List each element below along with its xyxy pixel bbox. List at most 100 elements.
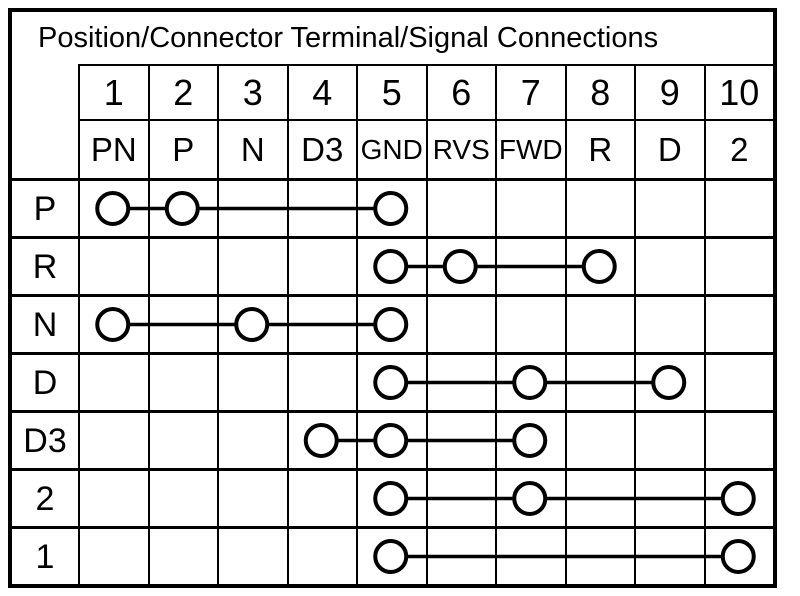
- matrix-cell: [78, 468, 148, 526]
- signal-name-header: N: [217, 121, 287, 178]
- matrix-cell: [564, 468, 634, 526]
- terminal-number-header: 8: [564, 64, 634, 121]
- matrix-cell: [147, 526, 217, 584]
- matrix-cell: [634, 352, 704, 410]
- matrix-cell: [356, 410, 426, 468]
- matrix-cell: [286, 178, 356, 236]
- position-label: D3: [12, 410, 78, 468]
- matrix-cell: [217, 468, 287, 526]
- matrix-cell: [495, 352, 565, 410]
- matrix-cell: [425, 468, 495, 526]
- matrix-cell: [217, 236, 287, 294]
- matrix-cell: [564, 236, 634, 294]
- position-label: 1: [12, 526, 78, 584]
- matrix-cell: [286, 410, 356, 468]
- matrix-cell: [495, 178, 565, 236]
- matrix-cell: [147, 352, 217, 410]
- matrix-cell: [425, 526, 495, 584]
- matrix-cell: [356, 294, 426, 352]
- matrix-cell: [495, 526, 565, 584]
- matrix-cell: [217, 410, 287, 468]
- matrix-cell: [564, 352, 634, 410]
- matrix-cell: [564, 178, 634, 236]
- corner-cell: [12, 64, 78, 178]
- matrix-cell: [356, 178, 426, 236]
- matrix-cell: [286, 236, 356, 294]
- matrix-cell: [78, 294, 148, 352]
- matrix-cell: [78, 526, 148, 584]
- matrix-cell: [425, 410, 495, 468]
- matrix-cell: [495, 294, 565, 352]
- position-label: 2: [12, 468, 78, 526]
- matrix-cell: [286, 468, 356, 526]
- matrix-cell: [147, 410, 217, 468]
- position-label: R: [12, 236, 78, 294]
- terminal-number-header: 7: [495, 64, 565, 121]
- terminal-number-header: 4: [286, 64, 356, 121]
- matrix-cell: [356, 352, 426, 410]
- matrix-cell: [147, 468, 217, 526]
- matrix-cell: [356, 526, 426, 584]
- terminal-number-header: 2: [147, 64, 217, 121]
- position-label: D: [12, 352, 78, 410]
- signal-name-header: P: [147, 121, 218, 178]
- matrix-cell: [425, 178, 495, 236]
- matrix-cell: [634, 468, 704, 526]
- matrix-cell: [564, 410, 634, 468]
- matrix-cell: [703, 294, 773, 352]
- matrix-cell: [217, 294, 287, 352]
- matrix-cell: [356, 236, 426, 294]
- signal-name-header: R: [564, 121, 635, 178]
- matrix-cell: [703, 178, 773, 236]
- table-grid: Position/Connector Terminal/Signal Conne…: [12, 12, 773, 584]
- matrix-cell: [703, 468, 773, 526]
- signal-name-header: PN: [78, 121, 148, 178]
- matrix-cell: [703, 236, 773, 294]
- matrix-cell: [356, 468, 426, 526]
- position-label: N: [12, 294, 78, 352]
- matrix-cell: [703, 352, 773, 410]
- matrix-cell: [78, 178, 148, 236]
- matrix-cell: [495, 468, 565, 526]
- matrix-cell: [147, 236, 217, 294]
- matrix-cell: [495, 410, 565, 468]
- terminal-number-header: 6: [425, 64, 495, 121]
- matrix-cell: [286, 352, 356, 410]
- matrix-cell: [217, 352, 287, 410]
- matrix-cell: [147, 178, 217, 236]
- signal-name-header: GND: [356, 121, 426, 178]
- terminal-number-header: 5: [356, 64, 426, 121]
- matrix-cell: [634, 526, 704, 584]
- signal-name-header: RVS: [425, 121, 496, 178]
- matrix-cell: [703, 410, 773, 468]
- matrix-cell: [425, 294, 495, 352]
- terminal-number-header: 9: [634, 64, 704, 121]
- signal-name-header: D3: [286, 121, 357, 178]
- signal-name-header: FWD: [495, 121, 565, 178]
- connections-table: Position/Connector Terminal/Signal Conne…: [8, 8, 777, 588]
- matrix-cell: [78, 410, 148, 468]
- matrix-cell: [286, 294, 356, 352]
- terminal-number-header: 10: [703, 64, 773, 121]
- position-label: P: [12, 178, 78, 236]
- matrix-cell: [78, 236, 148, 294]
- matrix-cell: [564, 526, 634, 584]
- matrix-cell: [425, 352, 495, 410]
- matrix-cell: [217, 178, 287, 236]
- matrix-cell: [564, 294, 634, 352]
- matrix-cell: [286, 526, 356, 584]
- matrix-cell: [634, 410, 704, 468]
- terminal-number-header: 3: [217, 64, 287, 121]
- matrix-cell: [495, 236, 565, 294]
- matrix-cell: [147, 294, 217, 352]
- table-title: Position/Connector Terminal/Signal Conne…: [38, 21, 659, 54]
- matrix-cell: [217, 526, 287, 584]
- terminal-number-header: 1: [78, 64, 148, 121]
- matrix-cell: [634, 178, 704, 236]
- matrix-cell: [703, 526, 773, 584]
- signal-name-header: 2: [703, 121, 774, 178]
- matrix-cell: [634, 236, 704, 294]
- signal-name-header: D: [634, 121, 704, 178]
- matrix-cell: [78, 352, 148, 410]
